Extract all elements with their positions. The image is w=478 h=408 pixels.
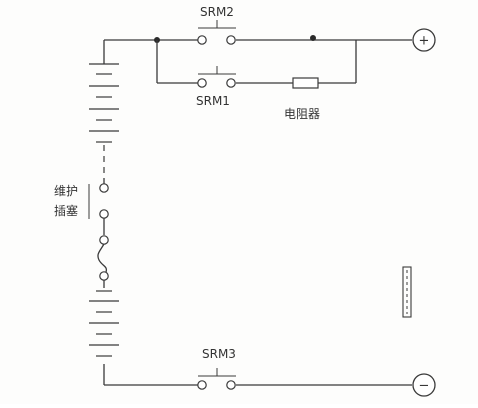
- top-wire: [103, 39, 412, 64]
- lower-battery-stack: [89, 290, 119, 357]
- upper-battery-stack: [89, 63, 119, 143]
- negative-terminal: [412, 373, 436, 397]
- label-plug-line1: 维护: [54, 184, 78, 198]
- positive-terminal: [412, 28, 436, 52]
- label-plug-line2: 插塞: [54, 203, 78, 218]
- fuse-symbol: [97, 235, 109, 288]
- junction-dot-right: [310, 35, 316, 41]
- label-srm2: SRM2: [200, 5, 234, 19]
- switch-srm1: [197, 66, 236, 88]
- label-srm1: SRM1: [196, 94, 230, 108]
- bottom-wire: [103, 364, 412, 386]
- resistor-symbol: [292, 77, 319, 89]
- maintenance-plug: [88, 178, 109, 235]
- negative-terminal-symbol: −: [419, 379, 430, 394]
- label-resistor: 电阻器: [284, 107, 320, 121]
- positive-terminal-symbol: +: [419, 34, 430, 49]
- side-marker: [402, 266, 412, 318]
- switch-srm3: [197, 368, 236, 390]
- switch-srm2: [197, 20, 236, 45]
- lower-branch-wire: [156, 40, 357, 84]
- label-srm3: SRM3: [202, 347, 236, 361]
